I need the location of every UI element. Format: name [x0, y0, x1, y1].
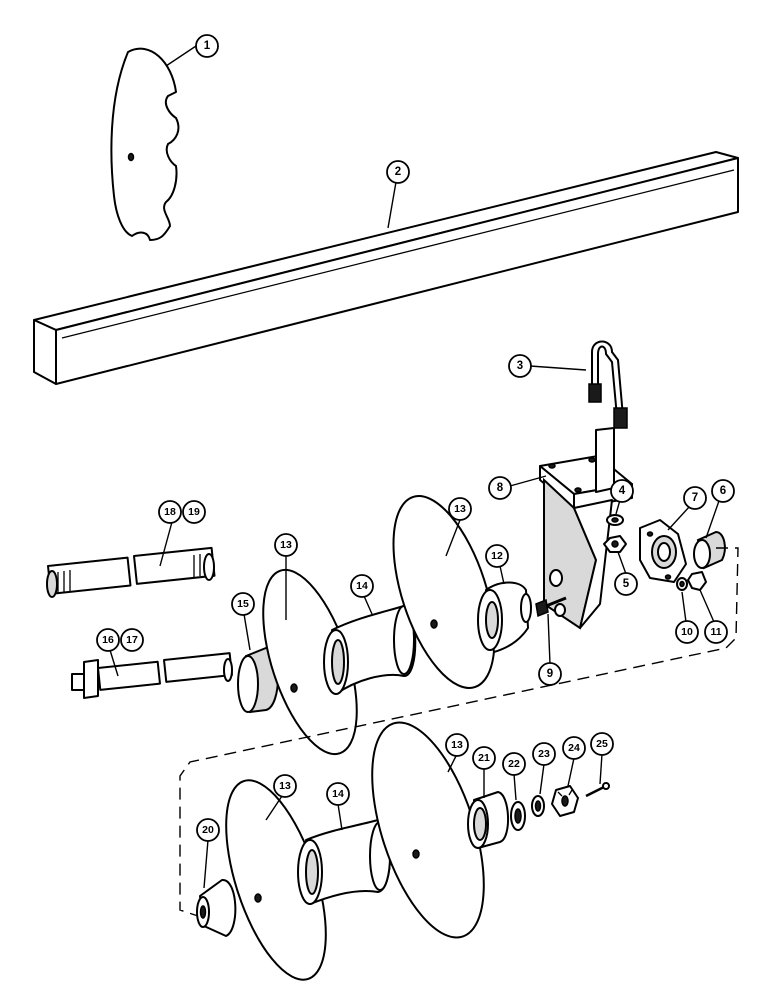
svg-text:12: 12: [491, 550, 503, 562]
callout-3: 3: [508, 354, 532, 378]
svg-text:3: 3: [517, 360, 523, 372]
hanger-bracket: [539, 427, 633, 630]
svg-text:14: 14: [332, 788, 344, 800]
callout-20: 20: [196, 818, 220, 842]
callout-11: 11: [704, 620, 728, 644]
svg-text:13: 13: [454, 503, 466, 515]
svg-text:9: 9: [547, 668, 553, 680]
callout-18: 18: [158, 500, 182, 524]
svg-text:4: 4: [619, 485, 626, 497]
threaded-shaft: [71, 652, 233, 699]
callout-15: 15: [231, 592, 255, 616]
callout-13c: 13: [273, 774, 297, 798]
bearing-cup: [467, 791, 510, 849]
bearing-ring: [693, 530, 726, 570]
leader-lines: [109, 45, 721, 889]
callout-14b: 14: [326, 782, 350, 806]
svg-text:8: 8: [497, 482, 504, 494]
svg-text:23: 23: [538, 748, 550, 760]
svg-text:6: 6: [720, 485, 726, 497]
svg-text:7: 7: [692, 492, 698, 504]
svg-text:21: 21: [478, 752, 490, 764]
callout-5: 5: [614, 572, 638, 596]
lock-washer-10: [676, 577, 688, 591]
callout-25: 25: [590, 732, 614, 756]
svg-text:18: 18: [164, 506, 176, 518]
svg-text:24: 24: [568, 742, 580, 754]
callout-2: 2: [386, 160, 410, 184]
callout-16: 16: [96, 628, 120, 652]
plain-disc-13b: [392, 495, 496, 689]
square-axle-bar: [33, 151, 739, 385]
cone-bushing: [477, 581, 532, 653]
lock-washer-23: [531, 795, 545, 817]
callout-7: 7: [683, 486, 707, 510]
svg-text:16: 16: [102, 634, 114, 646]
callout-6: 6: [711, 479, 735, 503]
callout-23: 23: [532, 742, 556, 766]
callout-22: 22: [502, 752, 526, 776]
svg-text:14: 14: [356, 580, 368, 592]
spool-14a: [323, 605, 417, 695]
callout-24: 24: [562, 736, 586, 760]
lock-nut-5: [603, 535, 627, 553]
callout-13d: 13: [445, 733, 469, 757]
svg-text:13: 13: [280, 539, 292, 551]
svg-text:15: 15: [237, 598, 249, 610]
nut-11: [687, 571, 707, 591]
svg-text:19: 19: [188, 506, 200, 518]
callout-19: 19: [182, 500, 206, 524]
callout-9: 9: [538, 662, 562, 686]
svg-text:5: 5: [623, 578, 630, 590]
u-bolt: [588, 340, 628, 429]
svg-text:20: 20: [202, 824, 214, 836]
callout-17: 17: [120, 628, 144, 652]
callout-8: 8: [488, 476, 512, 500]
svg-text:25: 25: [596, 738, 608, 750]
end-cone: [196, 879, 237, 937]
svg-text:13: 13: [279, 780, 291, 792]
notched-disc-blade: [110, 47, 180, 241]
bolt-9: [535, 596, 567, 618]
callout-14a: 14: [350, 574, 374, 598]
callout-21: 21: [472, 746, 496, 770]
svg-text:17: 17: [126, 634, 138, 646]
callout-1: 1: [195, 34, 219, 58]
svg-text:13: 13: [451, 739, 463, 751]
svg-text:11: 11: [710, 626, 721, 638]
threaded-tube: [46, 546, 216, 598]
castle-nut: [551, 785, 579, 817]
callout-13b: 13: [274, 533, 298, 557]
washer-22: [510, 801, 526, 831]
callout-12: 12: [485, 544, 509, 568]
bearing-flange: [639, 519, 687, 583]
svg-text:10: 10: [681, 626, 693, 638]
cotter-pin: [585, 782, 610, 798]
callout-10: 10: [675, 620, 699, 644]
callout-13a: 13: [448, 497, 472, 521]
svg-text:22: 22: [508, 758, 520, 770]
assembly-dashed-line: [179, 547, 739, 917]
svg-text:1: 1: [204, 40, 211, 52]
svg-text:2: 2: [395, 166, 401, 178]
nut-4: [606, 514, 624, 526]
spool-14b: [297, 819, 391, 905]
callout-4: 4: [610, 479, 634, 503]
